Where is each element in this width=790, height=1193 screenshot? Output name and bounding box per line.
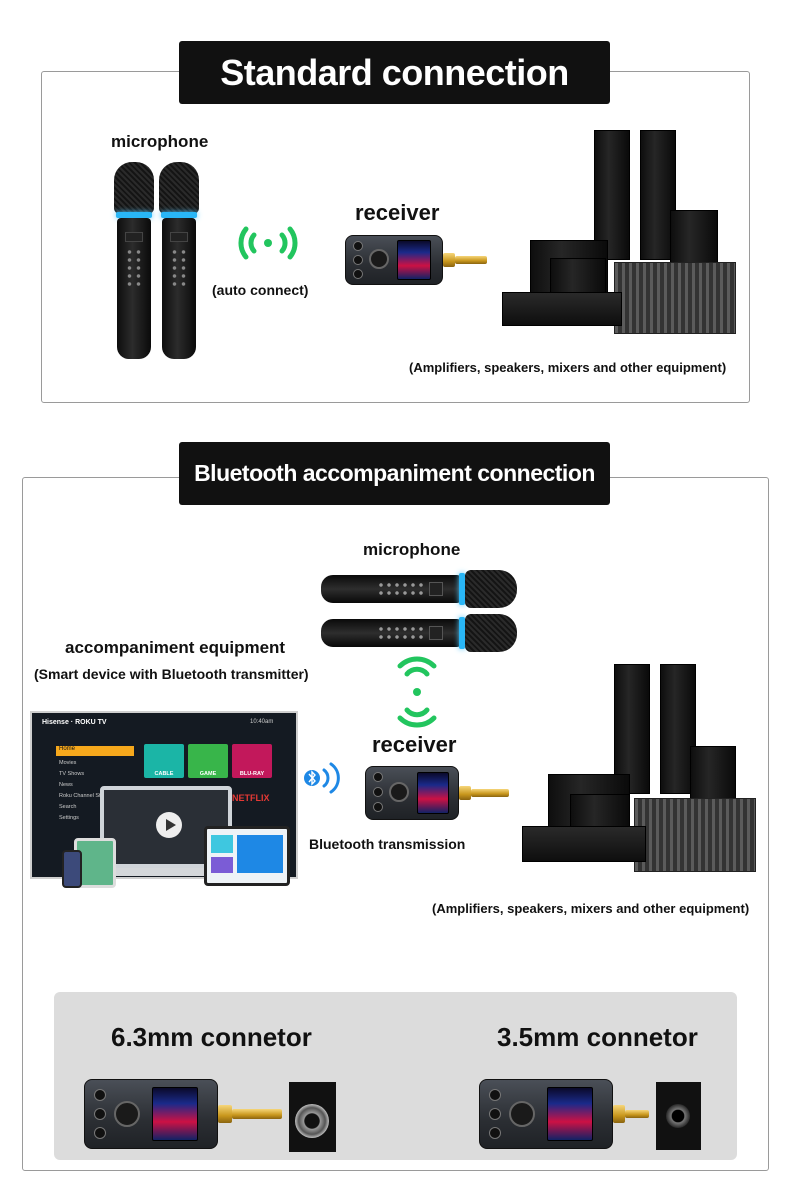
bluetooth-transmission-label: Bluetooth transmission (309, 836, 466, 852)
play-icon (156, 812, 182, 838)
receiver-device (345, 235, 495, 285)
receiver-device-bluetooth (365, 766, 525, 820)
phone (62, 850, 82, 888)
section1-microphone-label: microphone (111, 132, 209, 151)
tv-menu-store: Roku Channel Store (59, 793, 109, 799)
section1-equipment-label: (Amplifiers, speakers, mixers and other … (409, 360, 727, 375)
receiver-6-3mm (84, 1079, 294, 1149)
bluetooth-icon (302, 758, 344, 798)
tv-time: 10:40am (250, 719, 274, 725)
wireless-signal-icon (232, 223, 304, 263)
tv-menu-news: News (59, 782, 73, 788)
tv-tile-game-label: GAME (199, 771, 217, 777)
tv-tile-cable (144, 744, 184, 778)
microphone-horizontal-top (321, 570, 517, 608)
auto-connect-label: (auto connect) (212, 282, 309, 298)
tv-menu-tvshows: TV Shows (59, 771, 85, 777)
connector-6-3mm-label: 6.3mm connetor (111, 1022, 312, 1052)
tv-menu-home: Home (56, 746, 134, 756)
connector-3-5mm-label: 3.5mm connetor (497, 1022, 698, 1052)
microphone-left (111, 162, 157, 359)
tv-menu-settings: Settings (59, 815, 79, 821)
standard-connection-title: Standard connection (179, 41, 610, 104)
bluetooth-connection-title: Bluetooth accompaniment connection (179, 442, 610, 505)
tv-tile-cable-label: CABLE (154, 771, 174, 777)
socket-3-5mm (656, 1082, 701, 1150)
section2-receiver-label: receiver (372, 732, 457, 757)
tv-tile-bluray-label: BLU-RAY (239, 771, 265, 777)
tablet-right (204, 826, 290, 886)
section2-microphone-label: microphone (363, 540, 461, 559)
receiver-3-5mm (479, 1079, 659, 1149)
tv-tile-bluray (232, 744, 272, 778)
accompaniment-equipment-title: accompaniment equipment (65, 638, 286, 657)
accompaniment-equipment-subtitle: (Smart device with Bluetooth transmitter… (34, 666, 309, 682)
tv-menu-search: Search (59, 804, 77, 810)
section2-equipment-label: (Amplifiers, speakers, mixers and other … (432, 901, 750, 916)
tv-brand: Hisense · ROKU TV (42, 719, 107, 726)
tv-menu-movies: Movies (59, 760, 77, 766)
laptop-base (92, 868, 240, 876)
socket-6-3mm (289, 1082, 336, 1152)
tv-tile-game (188, 744, 228, 778)
section1-receiver-label: receiver (355, 200, 440, 225)
microphone-right (156, 162, 202, 359)
wireless-signal-down-icon (396, 656, 438, 728)
microphone-horizontal-bottom (321, 614, 517, 652)
tv-tile-netflix: NETFLIX (232, 793, 270, 803)
